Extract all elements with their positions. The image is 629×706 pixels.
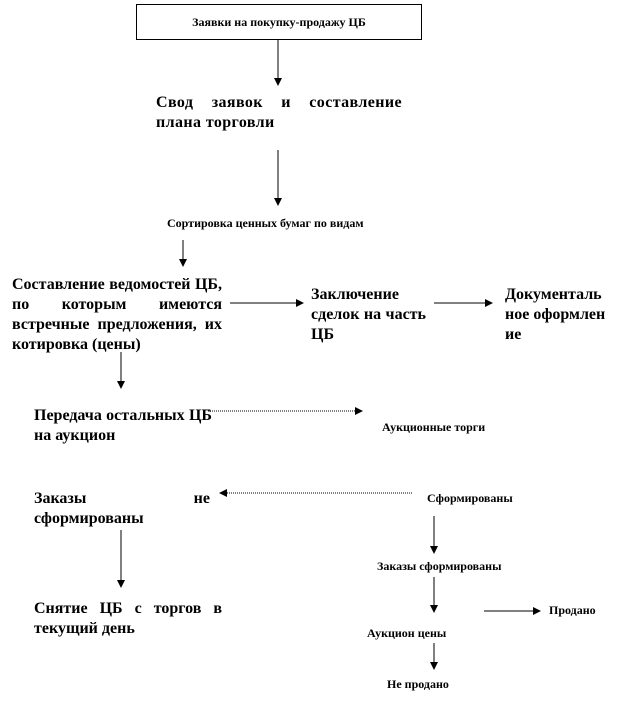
node-orders-formed: Заказы сформированы [377, 559, 502, 573]
node-sorting: Сортировка ценных бумаг по видам [167, 216, 364, 230]
node-summary: Свод заявок и составление плана торговли [156, 94, 402, 131]
node-not-sold: Не продано [387, 677, 449, 691]
node-statements: Составление ведомостей ЦБ, по которым им… [12, 276, 222, 353]
node-formed: Сформированы [427, 491, 513, 505]
node-withdrawal: Снятие ЦБ с торгов в текущий день [34, 600, 222, 637]
node-sold: Продано [549, 603, 596, 617]
node-requests: Заявки на покупку-продажу ЦБ [136, 4, 422, 40]
node-auction: Аукционные торги [382, 420, 486, 434]
node-documents: Документальное оформление [505, 286, 606, 343]
node-requests-label: Заявки на покупку-продажу ЦБ [192, 14, 366, 29]
node-auction-prices: Аукцион цены [367, 626, 447, 640]
node-not-formed: Заказы не сформированы [34, 490, 210, 527]
node-deals: Заключение сделок на часть ЦБ [311, 286, 426, 343]
node-transfer: Передача остальных ЦБ на аукцион [34, 407, 212, 444]
